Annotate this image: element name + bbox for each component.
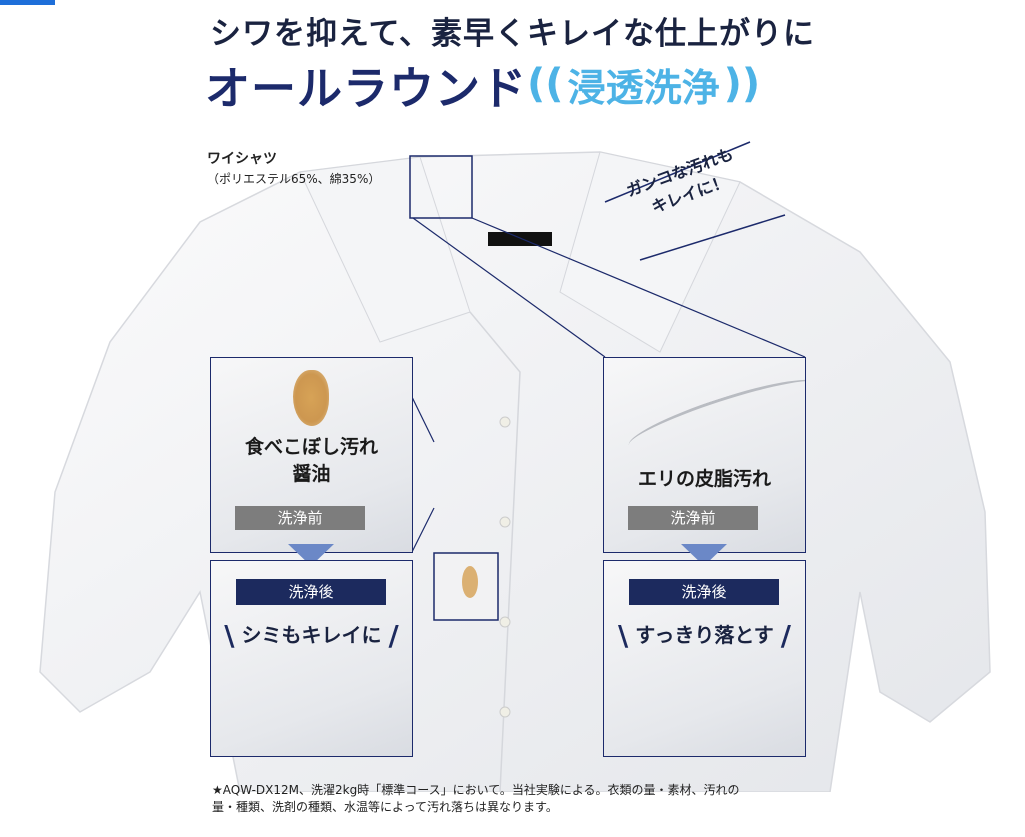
left-result-text: シミもキレイに [241, 623, 382, 647]
right-stain-label: エリの皮脂汚れ [637, 468, 771, 490]
shirt-tag [488, 232, 552, 246]
right-after-badge: 洗浄後 [629, 579, 779, 605]
soy-stain [462, 566, 478, 598]
right-result: \ すっきり落とす / [604, 619, 805, 652]
logo-wave-left-icon: (( [527, 61, 564, 107]
left-stain-label: 食べこぼし汚れ 醤油 [211, 434, 412, 487]
left-stain-line1: 食べこぼし汚れ [244, 436, 378, 458]
right-result-text: すっきり落とす [635, 623, 774, 647]
shirt-illustration [39, 141, 991, 792]
left-after-panel: 洗浄後 \ シミもキレイに / [210, 560, 413, 757]
logo: オールラウンド (( 浸透洗浄 )) [205, 56, 761, 115]
left-before-panel: 食べこぼし汚れ 醤油 洗浄前 [210, 357, 413, 553]
footnote: ★AQW-DX12M、洗濯2kg時「標準コース」において。当社実験による。衣類の… [212, 782, 740, 817]
headline: シワを抑えて、素早くキレイな仕上がりに [210, 16, 815, 52]
logo-sub-text: 浸透洗浄 [567, 65, 720, 110]
logo-wave-right-icon: )) [723, 61, 761, 107]
left-after-badge: 洗浄後 [236, 579, 386, 605]
shirt-name: ワイシャツ [207, 151, 277, 167]
shirt-label: ワイシャツ （ポリエステル65%、綿35%） [207, 148, 380, 187]
button [499, 516, 511, 528]
shirt-material: （ポリエステル65%、綿35%） [207, 172, 381, 186]
left-stain-line2: 醤油 [292, 462, 331, 485]
button [499, 706, 511, 718]
footnote-line2: 量・種類、洗剤の種類、水温等によって汚れ落ちは異なります。 [212, 800, 558, 815]
right-before-panel: エリの皮脂汚れ 洗浄前 [603, 357, 806, 553]
collar-zoom-source [409, 155, 473, 219]
button [499, 616, 511, 628]
slash-left-icon: \ [617, 619, 629, 652]
left-before-badge: 洗浄前 [235, 506, 365, 530]
placket-line [469, 311, 521, 792]
slash-right-icon: / [388, 619, 399, 652]
corner-accent [0, 0, 55, 5]
right-before-badge: 洗浄前 [628, 506, 758, 530]
soy-stain-photo [293, 370, 329, 426]
left-result: \ シミもキレイに / [211, 619, 412, 652]
footnote-line1: ★AQW-DX12M、洗濯2kg時「標準コース」において。当社実験による。衣類の… [212, 783, 740, 797]
button [499, 416, 511, 428]
slash-right-icon: / [780, 619, 791, 652]
logo-main-text: オールラウンド [205, 61, 528, 115]
slash-left-icon: \ [224, 619, 235, 652]
right-after-panel: 洗浄後 \ すっきり落とす / [603, 560, 806, 757]
